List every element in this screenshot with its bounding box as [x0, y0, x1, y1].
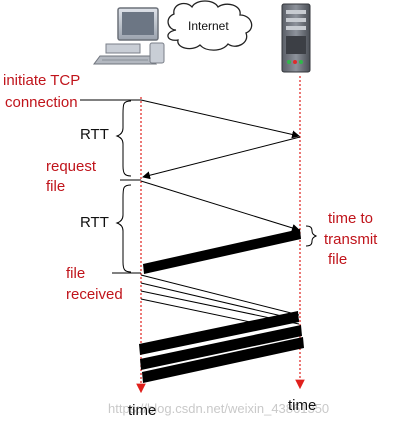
pipelined-request-1: [140, 274, 300, 316]
response-file-bar: [143, 229, 301, 274]
client-time-label: time: [128, 402, 157, 419]
response-bar-1: [139, 311, 299, 355]
desktop-computer-icon: [93, 7, 165, 65]
cloud-icon: [167, 0, 253, 51]
connection-label: connection: [5, 94, 78, 111]
file-label: file: [66, 265, 86, 282]
pipelined-request-2: [140, 282, 300, 321]
initiate-tcp-label: initiate TCP: [3, 72, 81, 89]
watermark-text: https://blog.csdn.net/weixin_43861350: [108, 401, 330, 416]
cloud-label: Internet: [188, 19, 229, 33]
transmit-file-label: file: [328, 251, 348, 268]
rtt-label-2: RTT: [80, 214, 109, 231]
request-file-label: file: [46, 178, 66, 195]
request-message-arrow: [140, 180, 300, 232]
response-bar-2: [140, 325, 302, 370]
server-time-label: time: [288, 397, 317, 414]
pipelined-request-4: [140, 298, 261, 325]
time-to-label: time to: [328, 210, 374, 227]
syn-message-arrow: [140, 99, 300, 139]
request-label: request: [46, 158, 97, 175]
rtt-label-1: RTT: [80, 126, 109, 143]
rtt-brace-2: [115, 184, 132, 273]
synack-message-arrow: [142, 136, 301, 180]
server-tower-icon: [281, 3, 311, 73]
transmit-brace: [305, 225, 318, 247]
transmit-label: transmit: [324, 231, 378, 248]
received-label: received: [66, 286, 123, 303]
rtt-brace-1: [115, 100, 132, 177]
response-bar-3: [142, 337, 304, 383]
